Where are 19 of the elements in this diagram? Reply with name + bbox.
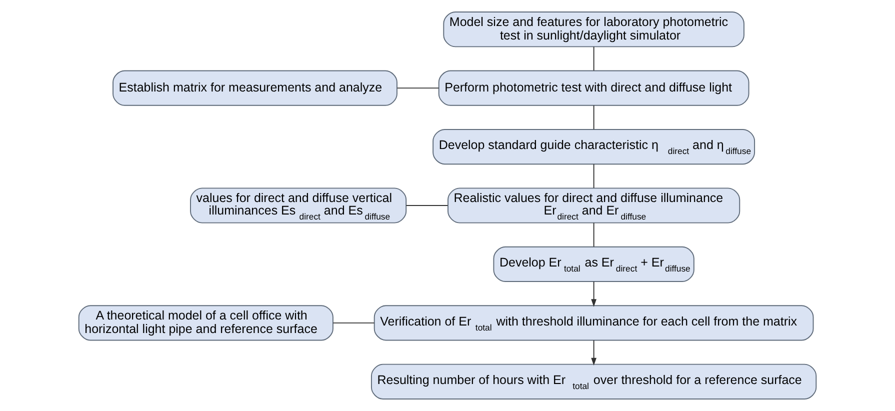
node-box: Verification of Er$_{total}$ with threshold illuminance for each cell from the matrix xyxy=(374,305,814,341)
node-box: Resulting number of hours with Er$_{total}$ over threshold for a reference surface xyxy=(370,364,817,400)
node-box: A theoretical model of a cell office with horizontal light pipe and reference surface xyxy=(78,305,334,341)
connector xyxy=(593,164,594,188)
connector xyxy=(593,222,594,248)
arrow xyxy=(591,340,596,366)
node-box: Develop standard guide characteristic η$_{direct}$ and η$_{diffuse}$ xyxy=(432,128,756,165)
arrow xyxy=(591,281,596,307)
node-box: Perform photometric test with direct and diffuse light xyxy=(438,70,750,106)
connector xyxy=(593,104,594,130)
connector xyxy=(593,46,594,71)
node-box: Establish matrix for measurements and analyze xyxy=(112,70,398,106)
node-box: Realistic values for direct and diffuse illuminance Er$_{direct}$ and Er$_{diffuse}$ xyxy=(448,188,740,224)
node-box: Model size and features for laboratory photometric test in sunlight/daylight simulator xyxy=(443,12,744,48)
connector xyxy=(396,88,440,89)
node-box: values for direct and diffuse vertical illuminances Es$_{direct}$ and Es$_{diffuse}$ xyxy=(190,188,407,224)
connector xyxy=(406,205,448,206)
connector xyxy=(332,322,375,324)
node-box: Develop Er$_{total}$ as Er$_{direct}$ + Er$_{diffuse}$ xyxy=(493,246,694,282)
